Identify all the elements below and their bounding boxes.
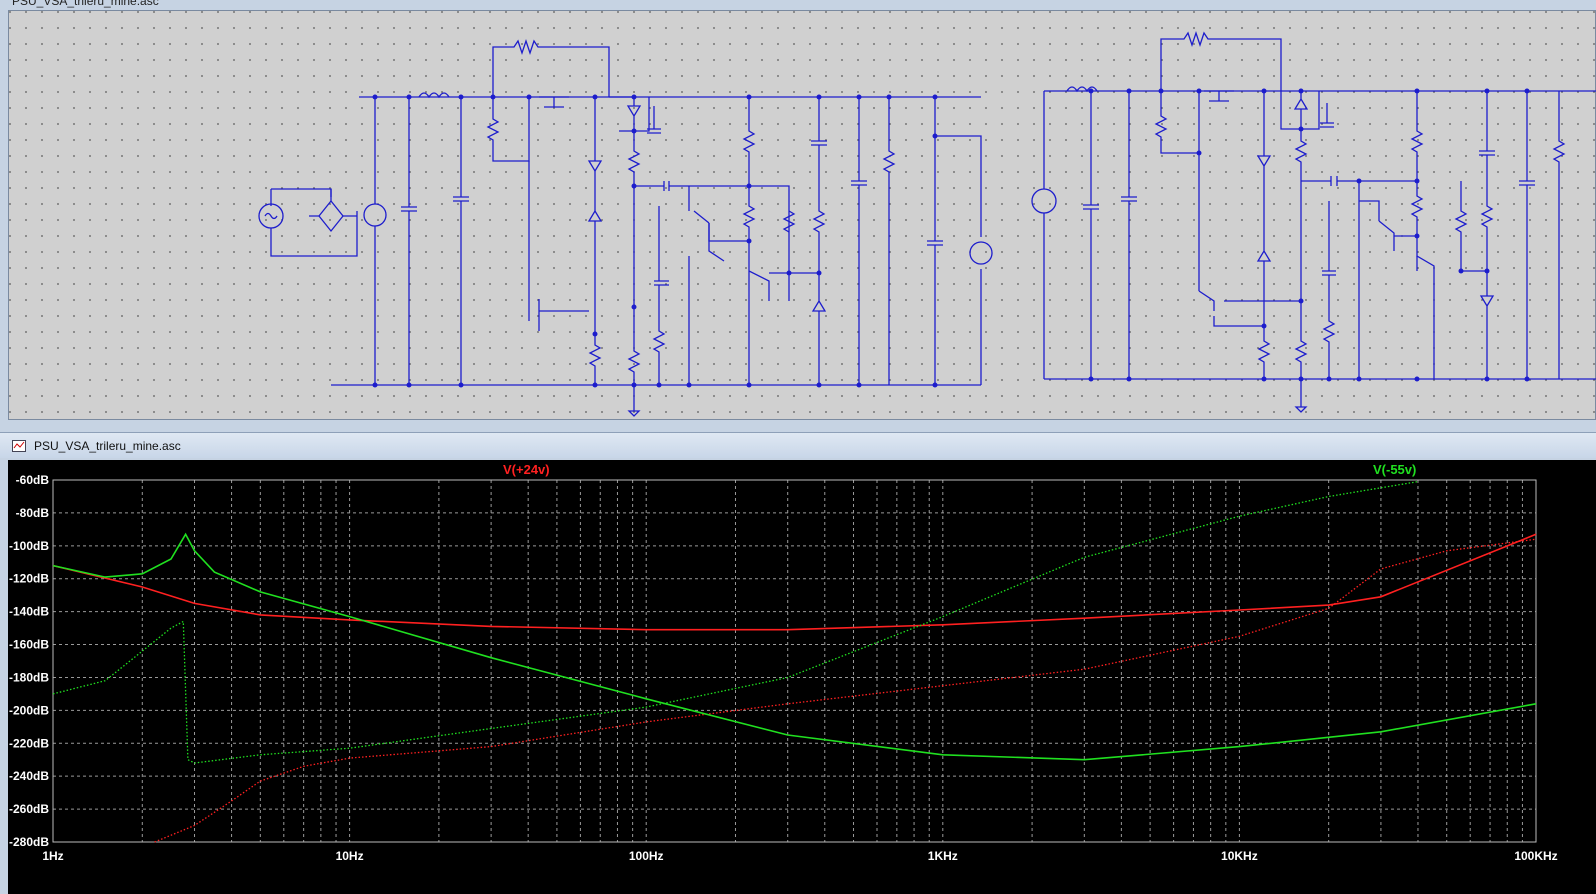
x-tick-label: 10KHz — [1221, 849, 1258, 863]
schematic-canvas[interactable] — [8, 10, 1596, 421]
y-tick-label: -120dB — [9, 572, 49, 586]
trace-neg55-magnitude — [52, 532, 1537, 761]
y-tick-label: -60dB — [16, 473, 50, 487]
y-tick-label: -180dB — [9, 670, 49, 684]
waveform-icon — [12, 440, 26, 452]
y-tick-label: -140dB — [9, 605, 49, 619]
waveform-plot[interactable]: -60dB -80dB -100dB -120dB -140dB -160dB -180dB… — [8, 460, 1596, 894]
waveform-window-title: PSU_VSA_trileru_mine.asc — [34, 439, 181, 453]
schematic-window: PSU_VSA_trileru_mine.asc — [0, 0, 1596, 430]
trace-label-neg55: V(-55v) — [1373, 462, 1416, 477]
x-tick-label: 100KHz — [1514, 849, 1557, 863]
y-tick-label: -160dB — [9, 638, 49, 652]
trace-pos24-magnitude — [52, 533, 1537, 631]
trace-pos24-phase — [154, 538, 1537, 843]
x-tick-label: 1KHz — [928, 849, 958, 863]
y-tick-label: -260dB — [9, 802, 49, 816]
schematic-window-title: PSU_VSA_trileru_mine.asc — [12, 0, 159, 8]
x-tick-label: 10Hz — [336, 849, 364, 863]
x-tick-label: 100Hz — [629, 849, 664, 863]
circuit-pos24 — [258, 38, 993, 417]
y-tick-label: -100dB — [9, 539, 49, 553]
y-tick-label: -200dB — [9, 703, 49, 717]
circuit-neg55 — [1031, 30, 1596, 413]
trace-label-pos24: V(+24v) — [503, 462, 550, 477]
y-tick-label: -80dB — [16, 506, 50, 520]
y-tick-label: -240dB — [9, 769, 49, 783]
plot-frame — [52, 479, 1537, 843]
waveform-window: PSU_VSA_trileru_mine.asc -60dB -80dB -100d… — [0, 432, 1596, 894]
bode-plot: -60dB -80dB -100dB -120dB -140dB -160dB -180dB… — [9, 462, 1558, 863]
y-tick-label: -280dB — [9, 835, 49, 849]
y-tick-label: -220dB — [9, 736, 49, 750]
schematic-drawing — [9, 11, 1596, 421]
waveform-titlebar[interactable]: PSU_VSA_trileru_mine.asc — [0, 432, 1596, 458]
trace-neg55-phase — [52, 480, 1419, 764]
x-tick-label: 1Hz — [42, 849, 63, 863]
